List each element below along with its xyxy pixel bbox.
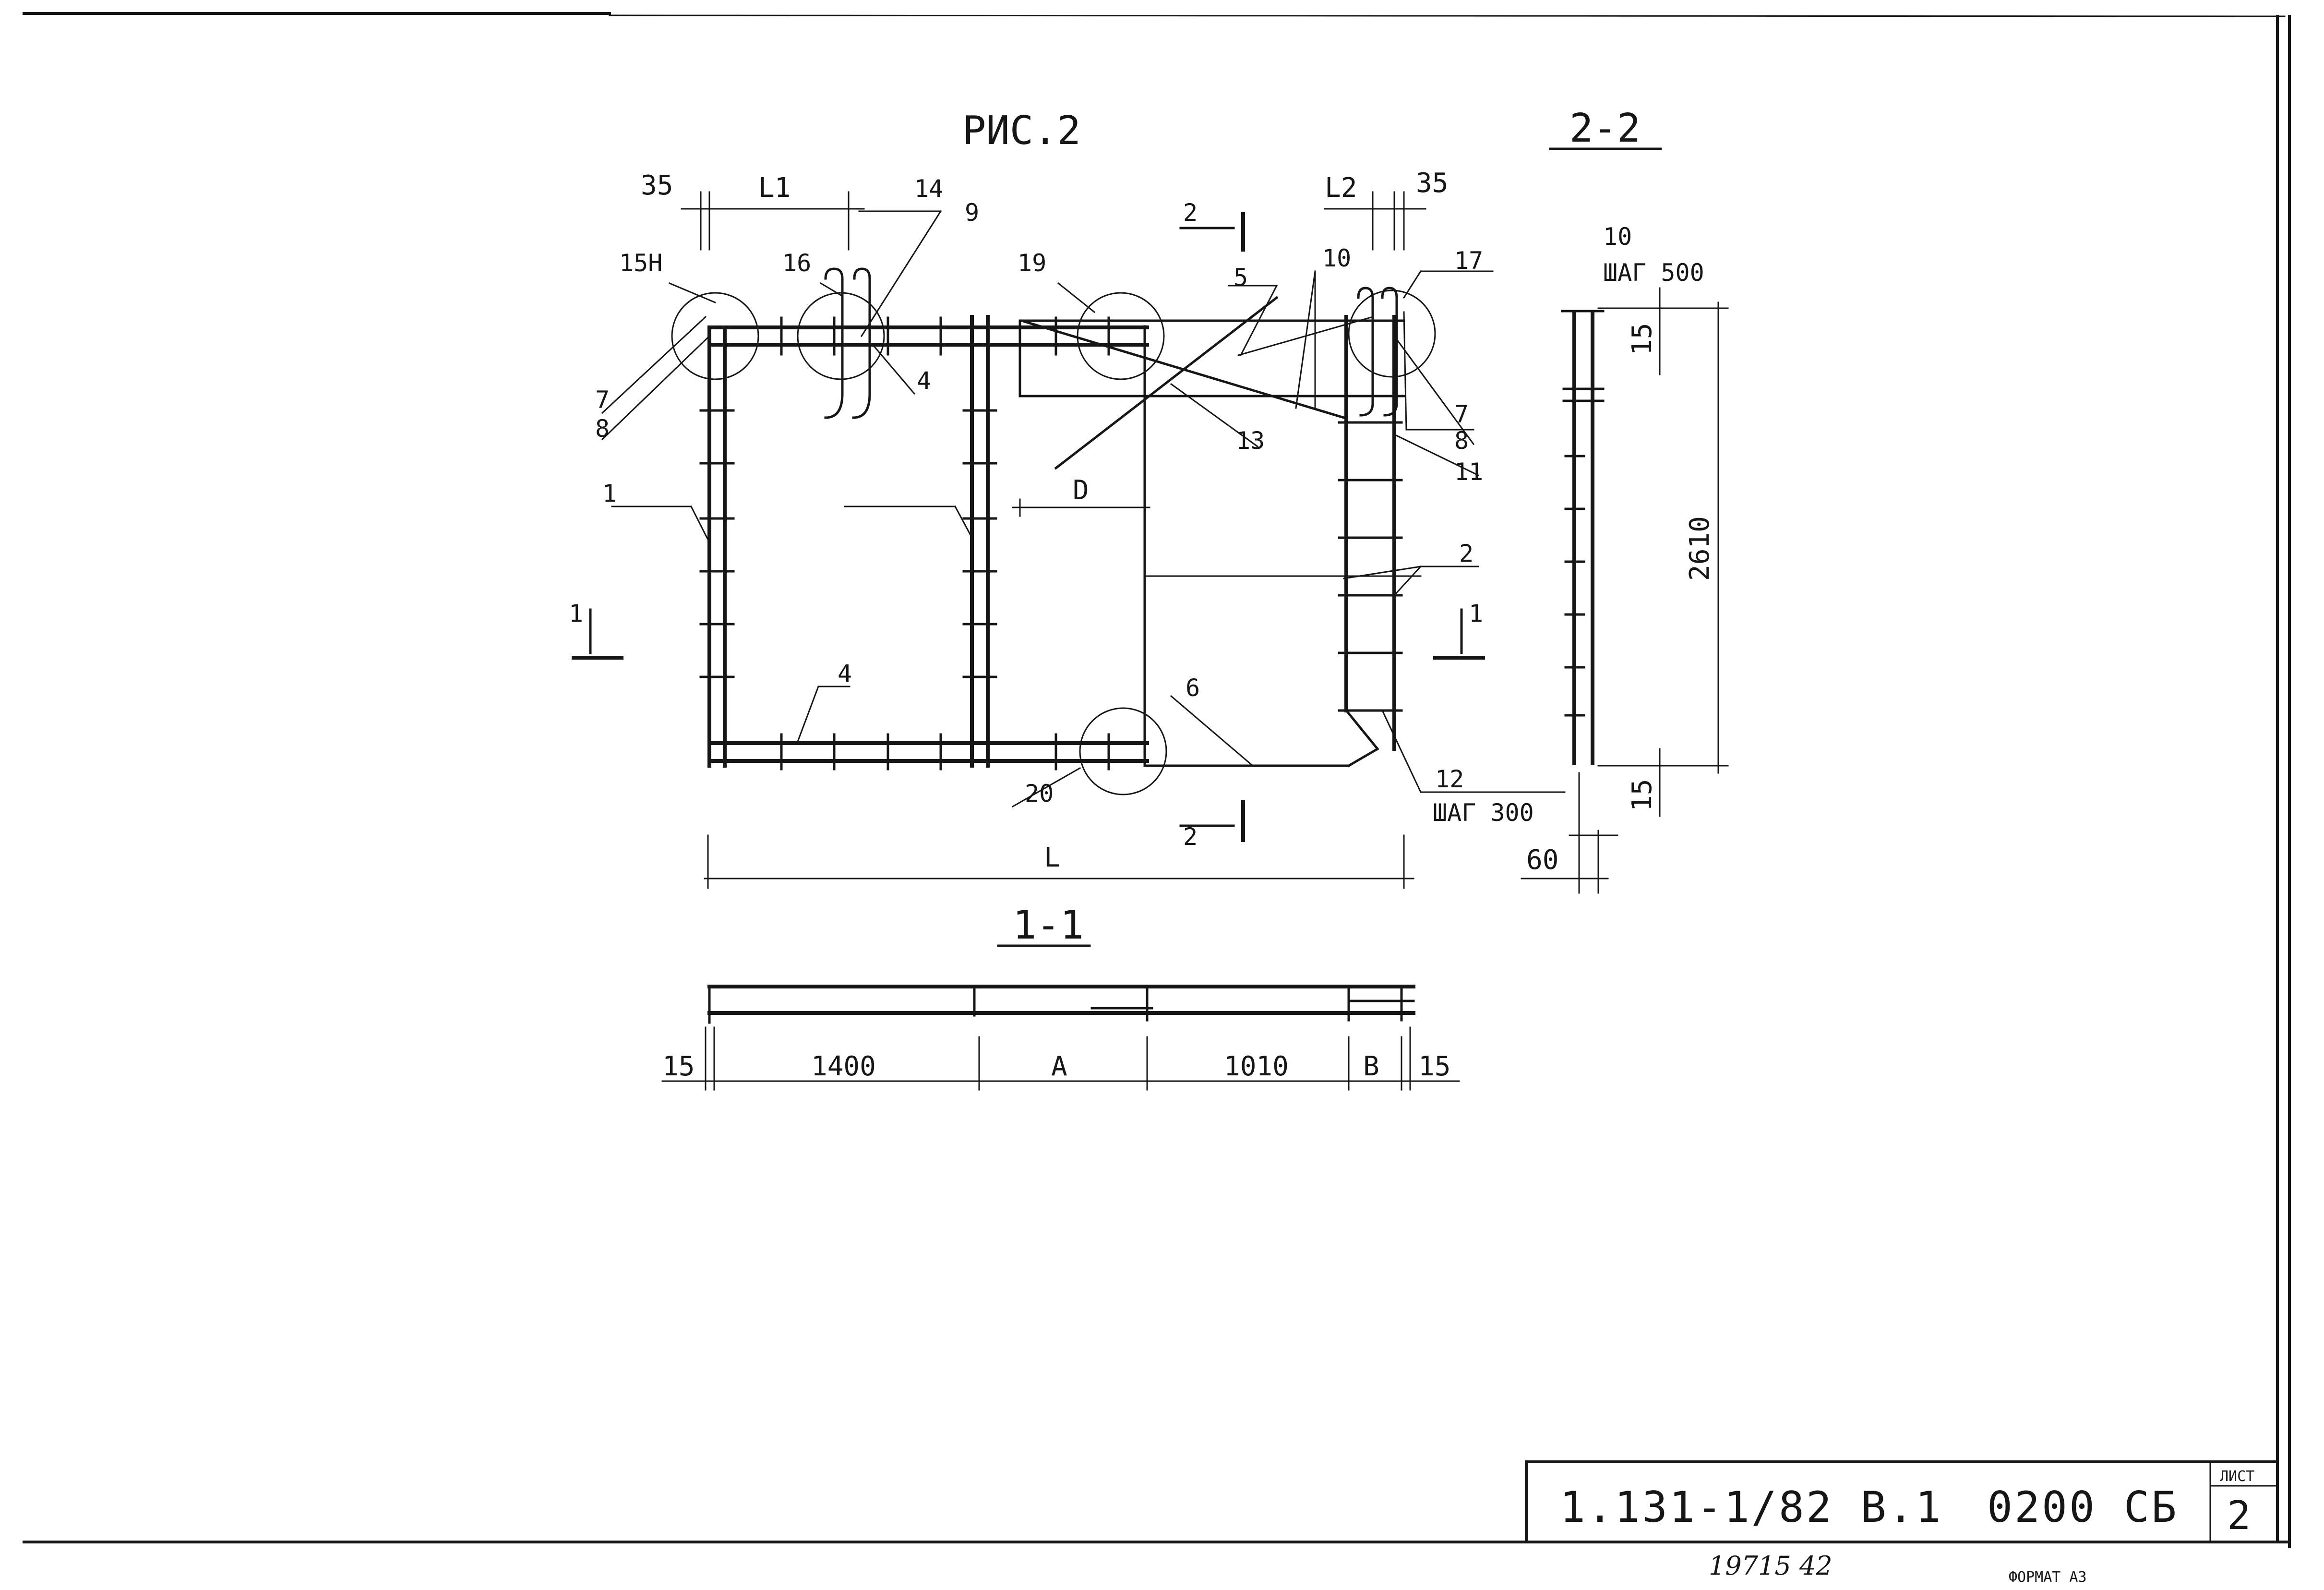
callout-19: 19 <box>1018 249 1046 277</box>
dim-A: A <box>1051 1051 1067 1082</box>
dim-2610: 2610 <box>1684 516 1715 581</box>
title-block: 1.131-1/82 В.1 0200 СБ ЛИСТ 2 <box>1525 1460 2279 1543</box>
callout-17: 17 <box>1454 247 1483 275</box>
callout-10-section: 10 <box>1603 223 1632 251</box>
callout-14: 14 <box>914 175 943 203</box>
dim-1010: 1010 <box>1224 1051 1289 1082</box>
dim-L1: L1 <box>758 172 791 204</box>
section-mark-1-right: 1 <box>1469 600 1483 627</box>
sheet-frame <box>23 12 2291 1548</box>
section-mark-1-left: 1 <box>569 600 583 627</box>
callout-20: 20 <box>1025 780 1054 807</box>
callout-1: 1 <box>602 480 617 507</box>
dim-15-right: 15 <box>1418 1051 1450 1082</box>
section-2-2-title: 2-2 <box>1569 106 1641 151</box>
document-designation: 0200 СБ <box>1987 1482 2179 1532</box>
dim-L: L <box>1044 842 1060 873</box>
stirrup-ticks <box>699 316 1403 771</box>
section-1-1-title: 1-1 <box>1013 903 1084 948</box>
section-mark-2-bottom: 2 <box>1183 823 1198 851</box>
callout-11: 11 <box>1454 458 1483 486</box>
dim-35-right: 35 <box>1416 168 1448 199</box>
callout-5: 5 <box>1234 264 1248 291</box>
dim-35-left: 35 <box>641 170 673 201</box>
callout-2: 2 <box>1459 540 1473 567</box>
figure-title: РИС.2 <box>962 108 1081 154</box>
dim-15-top-section: 15 <box>1627 323 1658 355</box>
section-1-1-view <box>661 985 1460 1091</box>
callout-4-top: 4 <box>917 367 931 395</box>
format-label: ФОРМАТ А3 <box>2009 1569 2087 1586</box>
dimension-lines <box>572 147 1662 947</box>
callout-12: 12 <box>1435 765 1464 793</box>
dim-15-left: 15 <box>662 1051 695 1082</box>
pitch-300: ШАГ 300 <box>1433 799 1534 827</box>
detail-circles <box>671 289 1436 795</box>
sheet-label: ЛИСТ <box>2220 1468 2254 1485</box>
document-code: 1.131-1/82 В.1 <box>1560 1482 1943 1532</box>
leader-lines <box>601 210 1566 808</box>
callout-6: 6 <box>1186 674 1200 702</box>
dim-D: D <box>1073 475 1089 506</box>
dim-15-bottom-section: 15 <box>1627 779 1658 811</box>
callout-8-right: 8 <box>1454 427 1469 455</box>
callout-13: 13 <box>1236 427 1265 455</box>
dim-1400: 1400 <box>811 1051 876 1082</box>
dim-60: 60 <box>1526 844 1558 876</box>
sheet-number: 2 <box>2227 1493 2251 1539</box>
callout-7-right: 7 <box>1454 400 1469 428</box>
footer: 19715 42 ФОРМАТ А3 <box>1709 1551 2087 1586</box>
dim-L2: L2 <box>1325 172 1357 204</box>
handwritten-note: 19715 42 <box>1709 1551 1833 1581</box>
callout-16: 16 <box>782 249 811 277</box>
section-mark-2-top: 2 <box>1183 199 1198 227</box>
callout-8-left: 8 <box>595 415 610 443</box>
callout-7-left: 7 <box>595 386 610 414</box>
main-frame-view <box>707 296 1405 768</box>
callout-10: 10 <box>1322 244 1351 272</box>
section-2-2-view <box>1521 287 1729 894</box>
callout-4-bottom: 4 <box>838 660 852 687</box>
dim-B: B <box>1363 1051 1379 1082</box>
pitch-500: ШАГ 500 <box>1603 259 1704 287</box>
drawing-labels: РИС.2 2-2 1-1 35 L1 14 9 L2 35 2 2 1 1 1… <box>569 106 1715 1082</box>
callout-15n: 15Н <box>619 249 662 277</box>
callout-9: 9 <box>965 199 979 227</box>
